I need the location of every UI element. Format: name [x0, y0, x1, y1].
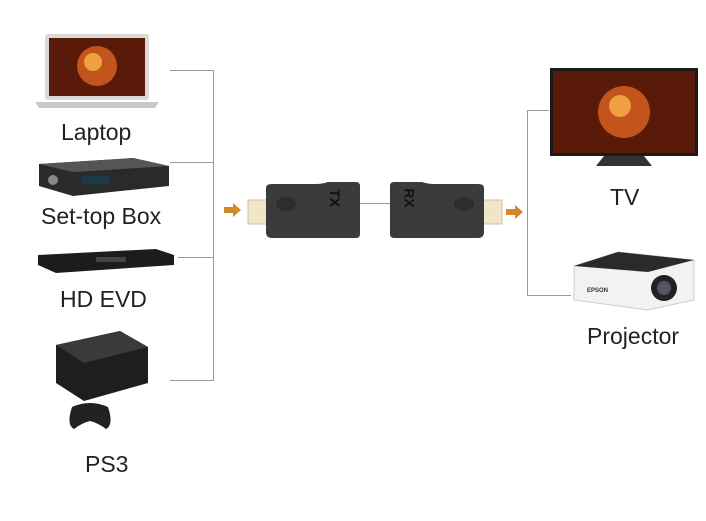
connector-bracket — [527, 110, 528, 296]
connector-line — [527, 295, 571, 296]
source-label-hd-evd: HD EVD — [60, 286, 147, 312]
tx-adapter — [247, 182, 360, 238]
arrow-right-icon — [506, 205, 523, 219]
source-label-laptop: Laptop — [61, 119, 132, 145]
tx-label: TX — [326, 189, 343, 207]
dvd-player-icon — [38, 249, 174, 273]
cable-line — [360, 203, 390, 204]
tv-icon — [550, 68, 698, 166]
connector-line — [527, 110, 549, 111]
rx-adapter — [390, 182, 503, 238]
output-label-projector: Projector — [587, 323, 680, 349]
connector-line — [170, 380, 214, 381]
projector-brand: EPSON — [587, 288, 609, 294]
laptop-icon — [35, 34, 159, 108]
connector-line — [170, 162, 214, 163]
set-top-box-icon — [39, 158, 169, 196]
connector-line — [178, 257, 214, 258]
output-label-tv: TV — [610, 184, 640, 210]
source-label-ps3: PS3 — [85, 451, 129, 477]
projector-icon — [573, 251, 695, 311]
arrow-right-icon — [224, 203, 241, 217]
connector-bracket — [213, 70, 214, 381]
connector-line — [170, 70, 214, 71]
source-label-set-top-box: Set-top Box — [41, 203, 162, 229]
game-console-icon — [56, 331, 148, 429]
rx-label: RX — [401, 188, 418, 208]
